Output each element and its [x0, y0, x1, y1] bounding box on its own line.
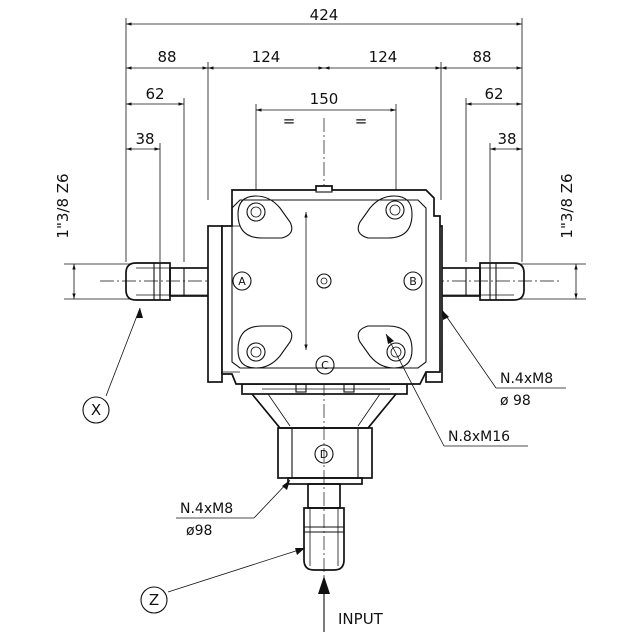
label-b: B — [409, 275, 417, 288]
callout-x-circle — [82, 396, 110, 424]
bolt-boss-top-right — [357, 195, 413, 239]
bolt-boss-bottom-right — [357, 325, 413, 369]
main-housing — [207, 185, 443, 385]
dim-88-right: 88 — [472, 48, 491, 66]
label-a: A — [238, 275, 246, 288]
shaft-spec-right: 1"3/8 Z6 — [558, 173, 576, 238]
callout-texts: X Z N.4xM8 ø 98 N.8xM16 N.4xM8 ø98 INPUT — [91, 371, 553, 628]
lower-housing — [241, 383, 408, 571]
dim-38-left: 38 — [135, 130, 154, 148]
dim-424: 424 — [310, 6, 339, 24]
right-shaft — [439, 262, 525, 301]
left-shaft — [125, 262, 211, 301]
dim-62-right: 62 — [484, 85, 503, 103]
dim-62-left: 62 — [145, 85, 164, 103]
label-d: D — [320, 448, 328, 461]
bottom-flange-diameter: ø98 — [186, 523, 212, 539]
callout-z-circle — [140, 586, 168, 614]
dim-150-horizontal: 150 — [310, 90, 339, 108]
input-label: INPUT — [338, 610, 384, 628]
label-c: C — [321, 359, 329, 372]
callout-leaders — [82, 307, 566, 632]
center-boss — [316, 273, 332, 289]
right-flange-diameter: ø 98 — [500, 393, 531, 409]
shaft-labels: A B C D — [232, 271, 423, 464]
dim-38-right: 38 — [497, 130, 516, 148]
dim-124-left: 124 — [252, 48, 281, 66]
bolt-boss-bottom-left — [237, 325, 293, 369]
bolt-boss-top-left — [237, 195, 293, 239]
dim-124-right: 124 — [369, 48, 398, 66]
callout-x: X — [91, 401, 101, 419]
shaft-spec-left: 1"3/8 Z6 — [54, 173, 72, 238]
housing-bolts: N.8xM16 — [448, 429, 510, 445]
dim-88-left: 88 — [157, 48, 176, 66]
equal-mark-left: = — [283, 112, 296, 130]
callout-z: Z — [149, 591, 159, 609]
right-flange-bolts: N.4xM8 — [500, 371, 553, 387]
bottom-flange-bolts: N.4xM8 — [180, 501, 233, 517]
equal-mark-right: = — [355, 112, 368, 130]
